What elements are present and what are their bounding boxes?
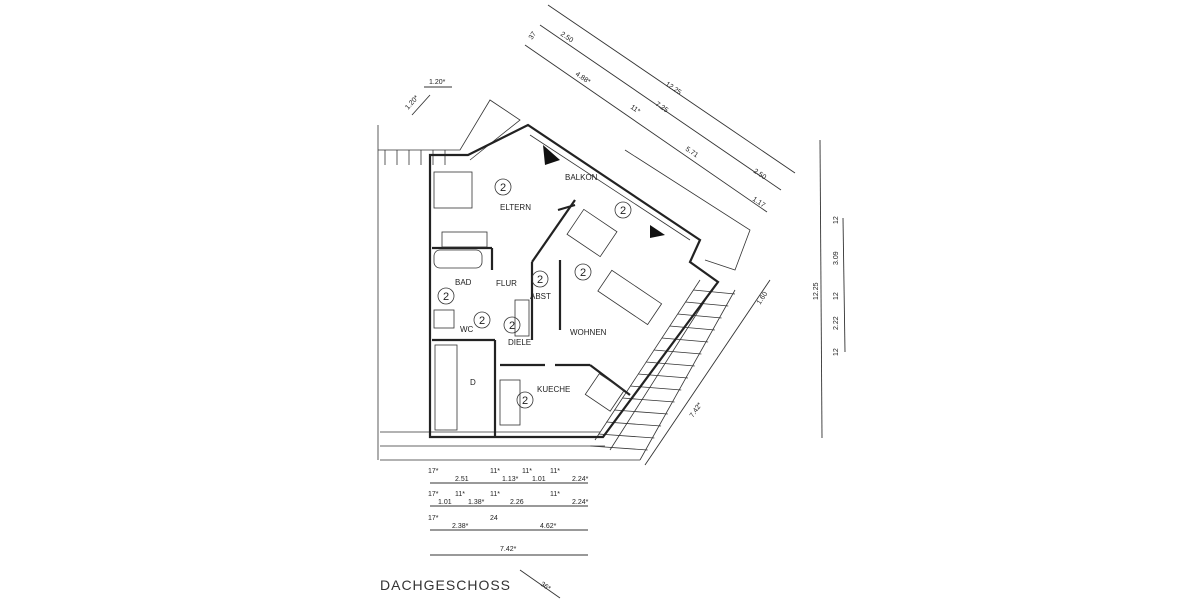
room-marker-number: 2 [522, 395, 528, 407]
dim-bottom-corner: 36* [539, 581, 552, 593]
dim-diag-inner-2: 4.88* [574, 71, 592, 86]
dim-line-right-diagonal [644, 279, 771, 466]
dim-bottom-row3-2: 24 [490, 515, 498, 522]
dim-bottom-row2-5: 2.26 [510, 499, 524, 506]
room-label-wohnen: WOHNEN [570, 328, 607, 337]
dim-bottom-row1-2: 11* [490, 468, 500, 475]
interior-walls [432, 199, 631, 437]
dim-right-diag-1: 1.60 [756, 291, 769, 306]
dim-bottom-row1-0: 17* [428, 468, 439, 475]
plan-title: DACHGESCHOSS [380, 577, 511, 593]
room-marker: 2 [494, 178, 512, 196]
dim-diag-middle-1: 2.50 [559, 31, 574, 44]
room-label-abst: ABST [530, 292, 551, 301]
triangle-marker [543, 145, 560, 165]
room-marker: 2 [516, 391, 534, 409]
room-label-balkon: BALKON [565, 173, 598, 182]
bottom-dimension-chains [430, 482, 588, 556]
room-marker-number: 2 [500, 182, 506, 194]
dim-right-part-1: 12 [833, 216, 840, 224]
furniture [433, 171, 663, 431]
dim-diag-inner-5: 1.17 [751, 196, 766, 209]
dim-bottom-row3-1: 2.38* [452, 523, 469, 530]
dim-bottom-row2-3: 1.38* [468, 499, 485, 506]
dim-line-diagonal-inner [524, 44, 768, 213]
dim-diag-inner-3: 11* [629, 104, 641, 116]
dim-bottom-row2-6: 11* [550, 491, 560, 498]
dim-top-left-1: 1.20* [429, 79, 446, 86]
dim-bottom-row2-2: 11* [455, 491, 465, 498]
room-marker: 2 [473, 311, 491, 329]
room-marker-number: 2 [537, 274, 543, 286]
room-marker: 2 [531, 270, 549, 288]
room-label-kueche: KUECHE [537, 385, 570, 394]
dim-bottom-row2-7: 2.24* [572, 499, 589, 506]
right-roof-band [590, 279, 736, 461]
room-label-wc: WC [460, 325, 474, 334]
dim-bottom-row1-5: 1.01 [532, 476, 546, 483]
room-marker: 2 [503, 316, 521, 334]
room-marker-number: 2 [509, 320, 515, 332]
dim-line-right-total [819, 139, 823, 439]
exterior-walls [428, 123, 720, 439]
room-label-eltern: ELTERN [500, 203, 531, 212]
balcony-outline [529, 134, 691, 241]
dim-line-diagonal-middle [539, 24, 782, 191]
dim-bottom-row2-1: 1.01 [438, 499, 452, 506]
dim-bottom-row3-0: 17* [428, 515, 439, 522]
dim-right-part-2: 3.09 [833, 251, 840, 265]
dim-line-top-left-2 [411, 94, 431, 116]
bottom-roof-band [380, 431, 640, 461]
dim-bottom-row1-4: 11* [522, 468, 532, 475]
room-label-bad: BAD [455, 278, 472, 287]
room-marker-number: 2 [620, 205, 626, 217]
room-label-diele: DIELE [508, 338, 531, 347]
room-label-flur: FLUR [496, 279, 517, 288]
dim-bottom-row2-4: 11* [490, 491, 500, 498]
triangle-marker [650, 225, 665, 238]
dim-bottom-total: 7.42* [500, 546, 517, 553]
room-marker: 2 [574, 263, 592, 281]
dim-diag-outer: 12.25 [664, 81, 683, 97]
dim-right-part-4: 2.22 [833, 316, 840, 330]
dim-bottom-row1-1: 2.51 [455, 476, 469, 483]
dim-bottom-row1-3: 1.13* [502, 476, 519, 483]
dim-line-diagonal-outer [547, 4, 796, 174]
left-roof-hatch [377, 99, 521, 460]
balcony-extension [624, 149, 751, 271]
dim-right-total: 12.25 [813, 282, 820, 300]
dim-right-part-3: 12 [833, 292, 840, 300]
room-marker-number: 2 [443, 291, 449, 303]
dim-diag-inner-1: 37 [528, 31, 538, 41]
dim-bottom-row1-7: 2.24* [572, 476, 589, 483]
room-marker-number: 2 [479, 315, 485, 327]
room-label-d: D [470, 378, 476, 387]
dim-bottom-row2-0: 17* [428, 491, 439, 498]
room-marker-number: 2 [580, 267, 586, 279]
dim-bottom-row1-6: 11* [550, 468, 560, 475]
dim-right-diag-2: 7.42* [689, 401, 704, 419]
room-marker: 2 [614, 201, 632, 219]
dim-line-bottom-corner [519, 569, 561, 599]
dim-bottom-row3-3: 4.62* [540, 523, 557, 530]
dim-right-part-5: 12 [833, 348, 840, 356]
dim-line-right-parts [842, 217, 846, 353]
dim-diag-inner-4: 5.71 [684, 146, 699, 159]
room-marker: 2 [437, 287, 455, 305]
